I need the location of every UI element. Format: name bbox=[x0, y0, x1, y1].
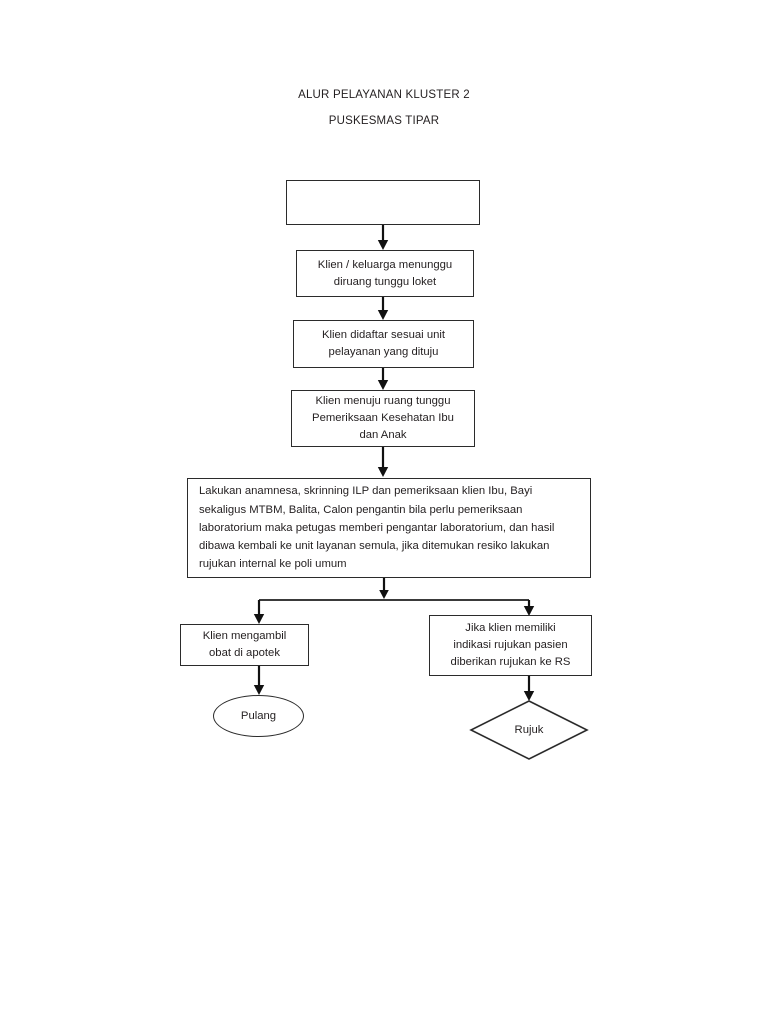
node-examination-instructions[interactable]: Lakukan anamnesa, skrinning ILP dan peme… bbox=[187, 478, 591, 578]
node-register-unit-label: Klien didaftar sesuai unit pelayanan yan… bbox=[321, 329, 446, 358]
node-kia-waiting-room-label: Klien menuju ruang tunggu Pemeriksaan Ke… bbox=[312, 395, 454, 441]
connector-start-to-wait bbox=[371, 225, 395, 251]
node-hospital-referral[interactable]: Jika klien memiliki indikasi rujukan pas… bbox=[429, 615, 592, 676]
connector-exam-branch bbox=[180, 578, 600, 628]
node-pharmacy-pickup-label: Klien mengambil obat di apotek bbox=[202, 630, 287, 659]
node-terminator-go-home-label: Pulang bbox=[240, 710, 277, 722]
page-title-line-2: PUSKESMAS TIPAR bbox=[328, 115, 440, 127]
node-examination-instructions-label: Lakukan anamnesa, skrinning ILP dan peme… bbox=[199, 485, 555, 571]
connector-register-to-kia bbox=[371, 368, 395, 391]
node-register-unit[interactable]: Klien didaftar sesuai unit pelayanan yan… bbox=[293, 320, 474, 368]
connector-pharmacy-to-home bbox=[247, 666, 271, 696]
connector-referral-to-decision bbox=[517, 676, 541, 702]
node-wait-at-counter[interactable]: Klien / keluarga menunggu diruang tunggu… bbox=[296, 250, 474, 297]
connector-kia-to-exam bbox=[371, 447, 395, 478]
node-wait-at-counter-label: Klien / keluarga menunggu diruang tunggu… bbox=[317, 258, 453, 288]
node-start-box[interactable] bbox=[286, 180, 480, 225]
node-pharmacy-pickup[interactable]: Klien mengambil obat di apotek bbox=[180, 624, 309, 666]
node-terminator-go-home[interactable]: Pulang bbox=[213, 695, 304, 737]
node-decision-rujuk[interactable]: Rujuk bbox=[469, 700, 589, 760]
connector-wait-to-register bbox=[371, 297, 395, 321]
node-kia-waiting-room[interactable]: Klien menuju ruang tunggu Pemeriksaan Ke… bbox=[291, 390, 475, 447]
node-decision-rujuk-label: Rujuk bbox=[514, 724, 544, 736]
node-hospital-referral-label: Jika klien memiliki indikasi rujukan pas… bbox=[450, 622, 571, 668]
page-title-line-1: ALUR PELAYANAN KLUSTER 2 bbox=[298, 89, 470, 101]
